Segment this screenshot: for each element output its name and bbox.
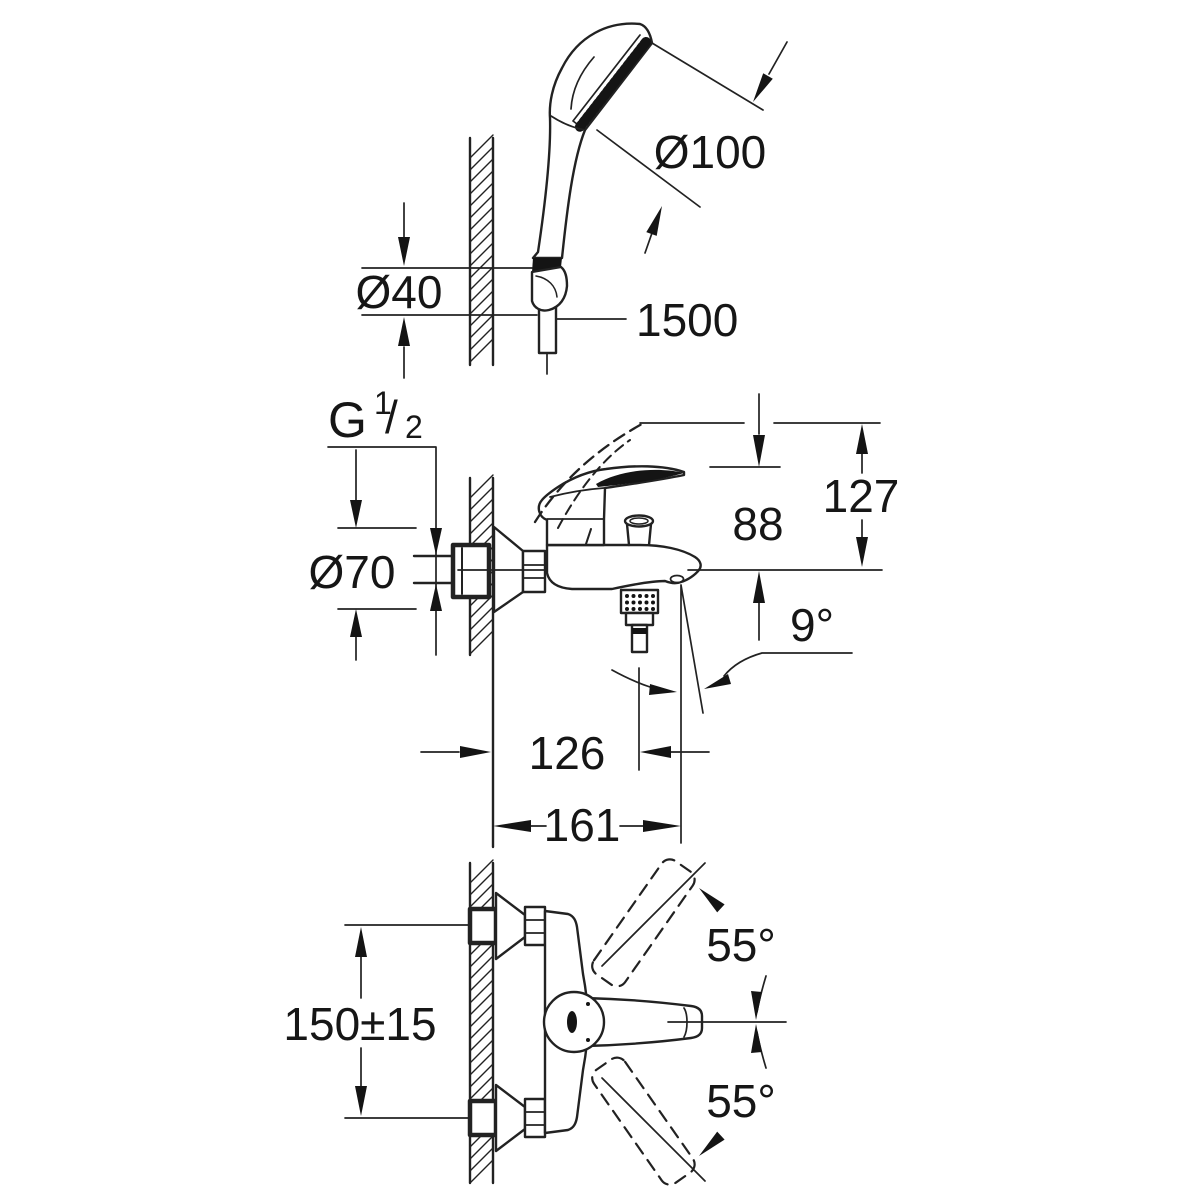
lever-position-down-dashed <box>591 1056 696 1186</box>
handle-grip-band <box>532 258 562 272</box>
spray-face-nozzles <box>574 37 651 133</box>
dim-hole-spacing <box>344 924 473 1119</box>
spout-outlet <box>669 574 685 584</box>
shower-head <box>531 22 654 260</box>
dim-wall-distances <box>420 667 710 832</box>
label-thread-g: G <box>328 392 367 448</box>
label-thread-denominator: 2 <box>405 409 423 445</box>
wall-union <box>412 525 547 614</box>
shower-holder <box>530 258 569 375</box>
escutcheon-cone-upper <box>494 891 527 961</box>
diverter-knob <box>623 514 655 547</box>
shower-hose-connector <box>619 588 660 654</box>
union-hex-nut <box>450 542 492 600</box>
label-handle-swing-upper: 55° <box>706 919 776 971</box>
label-center-to-handle: 88 <box>732 498 783 550</box>
dim-holder-diameter <box>361 202 538 379</box>
label-escutcheon-diameter: Ø70 <box>309 546 396 598</box>
union-hex-nut-upper <box>467 906 499 946</box>
dim-heights <box>639 393 881 641</box>
escutcheon-cone-lower <box>494 1083 527 1153</box>
union-rings <box>521 549 547 594</box>
plan-view-labels: 150±15 55° 55° <box>283 919 775 1127</box>
union-hex-nut-lower <box>467 1098 499 1138</box>
hand-shower-view: Ø100 Ø40 1500 <box>356 22 788 379</box>
dim-handle-swing <box>601 862 767 1182</box>
lower-wall-union <box>467 1083 547 1153</box>
lever-slot <box>567 1011 577 1033</box>
label-hole-spacing: 150±15 <box>283 998 436 1050</box>
label-wall-to-aerator: 126 <box>529 727 606 779</box>
lever-handle-open-dashed <box>533 422 644 545</box>
mixer-top-view: 150±15 55° 55° <box>283 858 787 1186</box>
dim-thread-size <box>327 446 442 656</box>
lever-blade-plan <box>583 996 704 1048</box>
label-wall-to-spout-tip: 161 <box>544 799 621 851</box>
dim-head-diameter <box>596 41 788 254</box>
mixer-body-side <box>533 422 702 654</box>
mixer-body-plan <box>542 858 704 1186</box>
label-thread-numerator: 1 <box>374 385 392 421</box>
label-center-to-open-handle: 127 <box>823 470 900 522</box>
wall-section-middle <box>468 474 495 849</box>
label-head-diameter: Ø100 <box>654 126 767 178</box>
label-thread-slash: / <box>385 391 398 443</box>
upper-wall-union <box>467 891 547 961</box>
label-spout-angle: 9° <box>790 599 834 651</box>
dim-escutcheon-diameter <box>337 449 417 661</box>
dim-spout-angle <box>611 584 853 844</box>
label-hose-length: 1500 <box>636 294 738 346</box>
lever-blade-edge <box>596 469 684 487</box>
mixer-side-view: G 1 / 2 Ø70 88 127 9° 126 161 <box>309 385 900 851</box>
label-handle-swing-lower: 55° <box>706 1075 776 1127</box>
label-holder-diameter: Ø40 <box>356 266 443 318</box>
lever-position-up-dashed <box>591 858 696 988</box>
wall-section-top <box>468 134 495 367</box>
side-view-labels: G 1 / 2 Ø70 88 127 9° 126 161 <box>309 385 900 851</box>
